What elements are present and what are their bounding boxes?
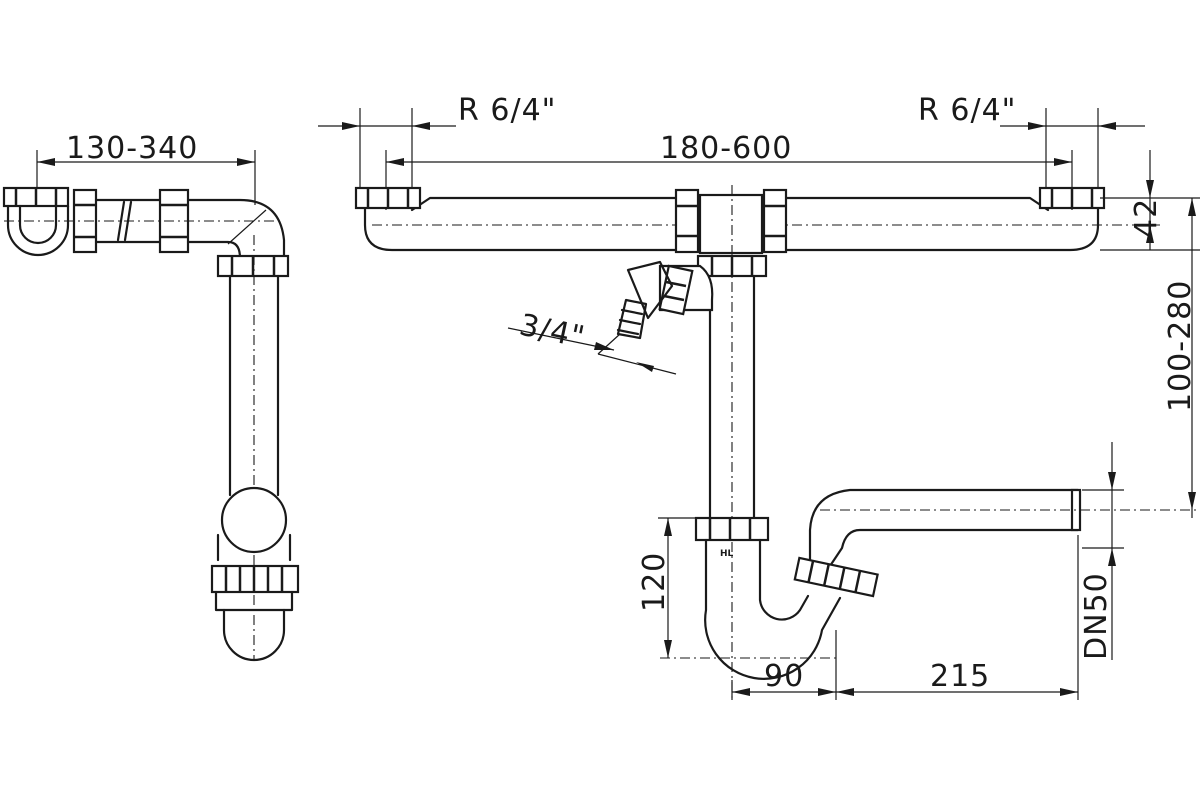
dimension-label-120: 120 xyxy=(637,552,672,612)
front-trap: HL xyxy=(660,488,1200,680)
maker-mark-hl: HL xyxy=(720,549,734,559)
front-collector-pipe xyxy=(354,185,1160,260)
side-trap-body xyxy=(210,486,300,662)
dimension-90-215: 90 215 xyxy=(731,535,1079,700)
dimension-label-90: 90 xyxy=(764,659,804,694)
dimension-label-hose: 3/4" xyxy=(516,308,588,356)
side-horizontal-arm xyxy=(4,188,286,260)
dimension-label-dn50: DN50 xyxy=(1079,572,1114,660)
dimension-thread-left: R 6/4" xyxy=(318,93,556,196)
side-drain-cap xyxy=(2,186,70,257)
dimension-label-100-280: 100-280 xyxy=(1163,280,1198,412)
dimension-hose-3-4: 3/4" xyxy=(507,308,677,375)
dimension-label-180-600: 180-600 xyxy=(660,131,792,166)
dimension-label-thread-right: R 6/4" xyxy=(918,93,1016,128)
dimension-120: 120 xyxy=(637,517,700,658)
front-hose-connector xyxy=(616,260,714,340)
dimension-130-340: 130-340 xyxy=(36,131,256,205)
side-view: 130-340 xyxy=(2,131,300,662)
dimension-thread-right: R 6/4" xyxy=(918,93,1145,196)
front-drop-pipe xyxy=(696,254,768,700)
dimension-42: 42 xyxy=(1100,150,1200,250)
dimension-dn50: DN50 xyxy=(1079,442,1124,660)
dimension-label-130-340: 130-340 xyxy=(66,131,198,166)
side-vertical-pipe xyxy=(216,235,290,660)
dimension-180-600: 180-600 xyxy=(385,131,1073,210)
dimension-label-thread-left: R 6/4" xyxy=(458,93,556,128)
dimension-100-280: 100-280 xyxy=(1100,198,1200,518)
dimension-label-42: 42 xyxy=(1129,198,1164,238)
front-view: R 6/4" R 6/4" 180-600 xyxy=(318,93,1200,700)
dimension-label-215: 215 xyxy=(930,659,990,694)
